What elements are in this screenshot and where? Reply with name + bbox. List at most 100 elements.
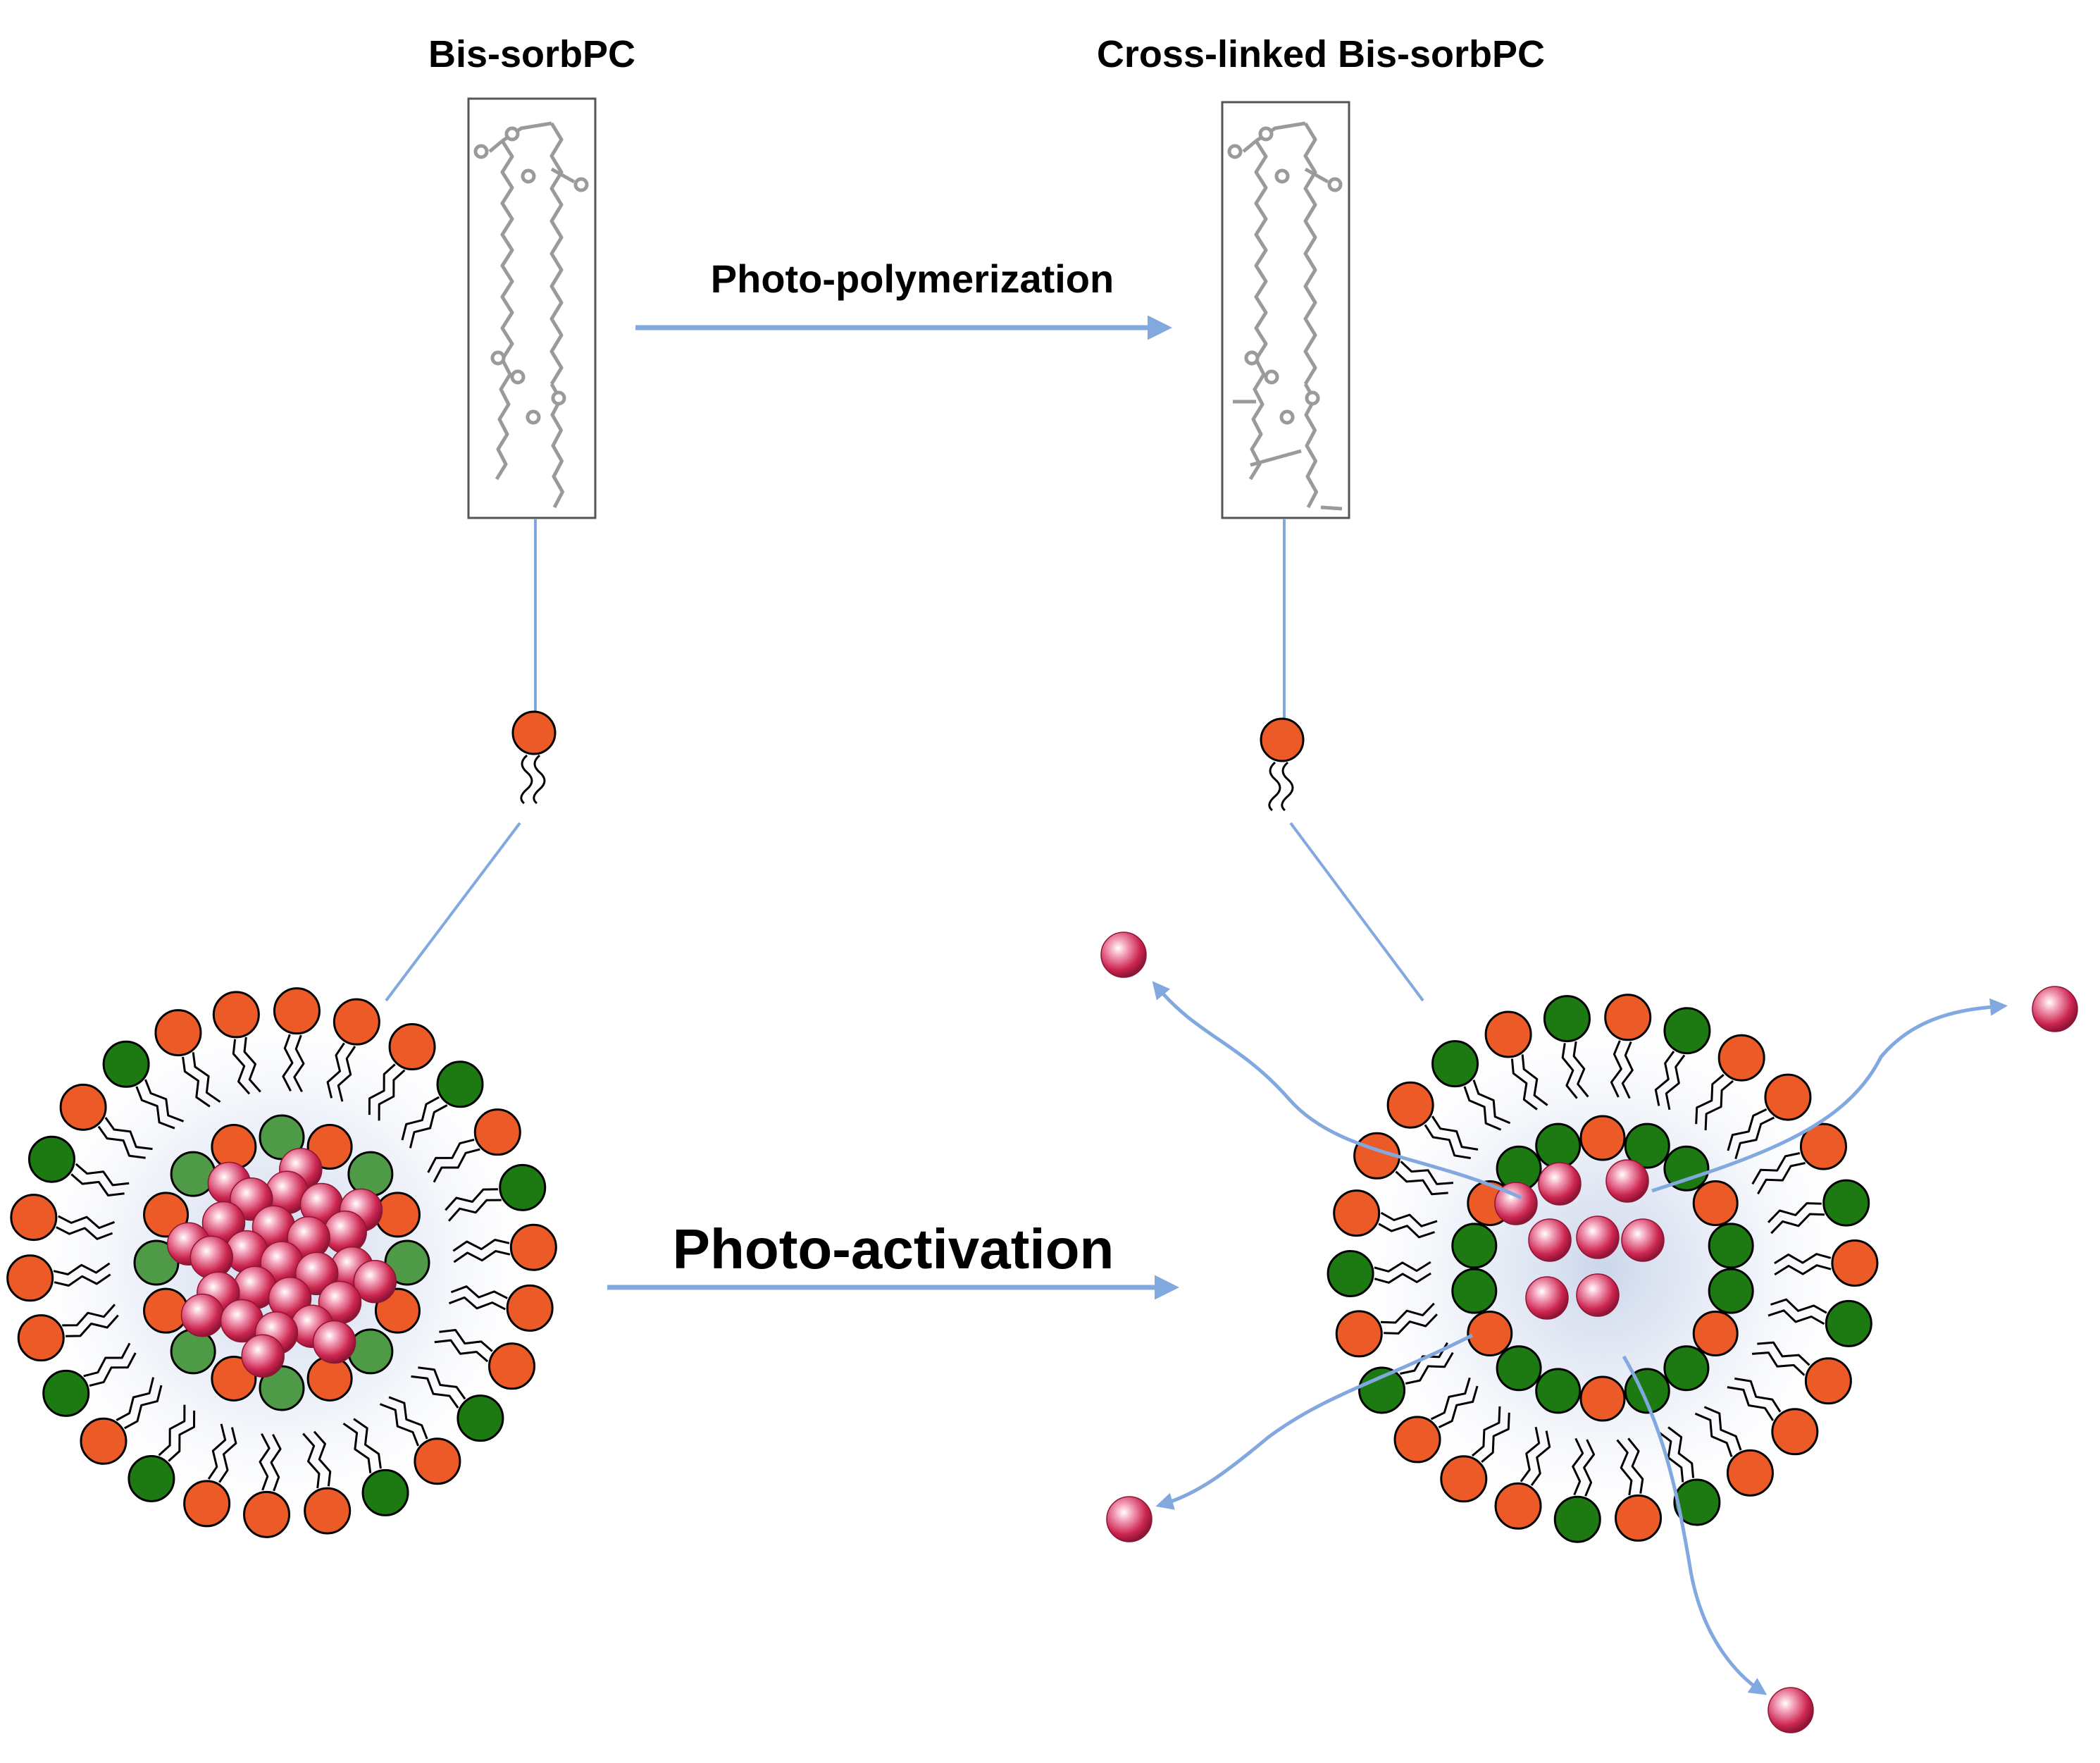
cargo-particle xyxy=(312,1320,356,1364)
cargo-particle xyxy=(1767,1687,1814,1733)
liposome-intact xyxy=(6,987,557,1538)
outer-lipid-head xyxy=(102,1040,150,1088)
outer-lipid-head xyxy=(212,991,260,1039)
outer-lipid-head xyxy=(414,1437,461,1485)
photo-activation-label: Photo-activation xyxy=(673,1218,1114,1280)
inner-lipid-head xyxy=(143,1287,190,1334)
outer-lipid-head xyxy=(1604,994,1652,1041)
photo-polymerization-label: Photo-polymerization xyxy=(711,256,1114,301)
outer-lipid-head xyxy=(154,1009,202,1057)
cargo-particle xyxy=(1525,1276,1569,1320)
outer-lipid-head xyxy=(59,1083,107,1131)
outer-lipid-head xyxy=(243,1490,291,1538)
cargo-particle xyxy=(1106,1496,1152,1542)
outer-lipid-head xyxy=(1804,1357,1852,1405)
inner-lipid-head xyxy=(1496,1345,1542,1392)
cargo-particle xyxy=(1576,1273,1620,1317)
outer-lipid-head xyxy=(1726,1449,1774,1497)
single-lipid-right xyxy=(1260,717,1305,812)
cross-linked-bis-sorbpc-structure xyxy=(1221,101,1350,519)
outer-lipid-head xyxy=(1494,1482,1542,1530)
outer-lipid-head xyxy=(304,1487,352,1535)
outer-lipid-head xyxy=(1333,1189,1381,1237)
outer-lipid-head xyxy=(183,1480,231,1528)
outer-lipid-head xyxy=(1440,1455,1488,1503)
inner-lipid-head xyxy=(211,1124,257,1170)
inner-lipid-head xyxy=(1692,1180,1739,1226)
inner-lipid-head xyxy=(1579,1115,1626,1161)
inner-lipid-head xyxy=(1467,1311,1513,1356)
outer-lipid-head xyxy=(509,1223,557,1271)
outer-lipid-head xyxy=(1543,995,1591,1043)
outer-lipid-head xyxy=(80,1417,128,1465)
cargo-particle xyxy=(1528,1218,1572,1262)
outer-lipid-head xyxy=(1327,1249,1374,1297)
outer-lipid-head xyxy=(1764,1073,1812,1121)
inner-lipid-head xyxy=(374,1192,421,1238)
outer-lipid-head xyxy=(388,1023,436,1071)
outer-lipid-head xyxy=(488,1342,536,1390)
outer-lipid-head xyxy=(1663,1007,1711,1055)
outer-lipid-head xyxy=(1615,1494,1663,1542)
outer-lipid-head xyxy=(1825,1299,1872,1347)
outer-lipid-head xyxy=(473,1108,521,1156)
outer-lipid-head xyxy=(1831,1239,1879,1287)
outer-lipid-head xyxy=(6,1254,54,1302)
liposome-activated xyxy=(1327,994,1879,1543)
outer-lipid-head xyxy=(1673,1478,1721,1526)
outer-lipid-head xyxy=(361,1468,409,1516)
cargo-particle xyxy=(294,1251,339,1296)
outer-lipid-head xyxy=(1799,1122,1847,1170)
outer-lipid-head xyxy=(1335,1310,1383,1358)
inner-lipid-head xyxy=(1663,1345,1710,1392)
outer-lipid-head xyxy=(1717,1034,1765,1082)
outer-lipid-head xyxy=(436,1060,484,1108)
cargo-particle xyxy=(1494,1182,1538,1225)
inner-lipid-head xyxy=(1708,1268,1754,1314)
cargo-particle xyxy=(1576,1215,1620,1259)
inner-lipid-head xyxy=(1535,1368,1582,1414)
outer-lipid-head xyxy=(333,998,380,1046)
outer-lipid-head xyxy=(499,1163,547,1211)
cargo-particle xyxy=(323,1211,367,1254)
inner-lipid-head xyxy=(1579,1375,1626,1422)
cargo-particle xyxy=(1605,1159,1649,1203)
outer-lipid-head xyxy=(1393,1416,1441,1464)
outer-lipid-head xyxy=(506,1284,554,1332)
left-diagonal-connector xyxy=(385,822,521,1002)
outer-lipid-head xyxy=(128,1454,175,1502)
outer-lipid-head xyxy=(1553,1495,1601,1543)
single-lipid-left xyxy=(511,710,557,805)
inner-lipid-head xyxy=(306,1355,353,1402)
release-arrow xyxy=(1651,998,2008,1193)
cargo-particle xyxy=(180,1293,225,1337)
outer-lipid-head xyxy=(273,987,321,1035)
inner-lipid-head xyxy=(1535,1122,1582,1169)
inner-lipid-head xyxy=(1451,1223,1498,1269)
right-molecule-title: Cross-linked Bis-sorbPC xyxy=(1097,33,1545,75)
outer-lipid-head xyxy=(456,1394,504,1442)
inner-lipid-head xyxy=(1708,1223,1754,1269)
cargo-particle xyxy=(2032,986,2078,1032)
outer-lipid-head xyxy=(10,1194,58,1242)
outer-lipid-head xyxy=(42,1369,90,1417)
right-diagonal-connector xyxy=(1289,822,1424,1002)
outer-lipid-head xyxy=(1822,1179,1870,1227)
outer-lipid-head xyxy=(1358,1366,1406,1414)
left-molecule-title: Bis-sorbPC xyxy=(428,33,635,75)
cargo-particle xyxy=(241,1334,285,1378)
cargo-particle xyxy=(1100,932,1147,978)
inner-lipid-head xyxy=(1692,1311,1739,1356)
outer-lipid-head xyxy=(1771,1408,1819,1456)
inner-lipid-head xyxy=(1663,1145,1710,1192)
cargo-particle xyxy=(1621,1218,1665,1262)
inner-lipid-head xyxy=(1624,1122,1670,1169)
outer-lipid-head xyxy=(17,1314,65,1362)
bis-sorbpc-structure xyxy=(467,97,597,519)
cargo-release xyxy=(1100,932,2078,1733)
inner-lipid-head xyxy=(1451,1268,1498,1314)
outer-lipid-head xyxy=(27,1135,75,1183)
outer-lipid-head xyxy=(1386,1081,1434,1129)
release-arrow xyxy=(1155,1333,1474,1510)
